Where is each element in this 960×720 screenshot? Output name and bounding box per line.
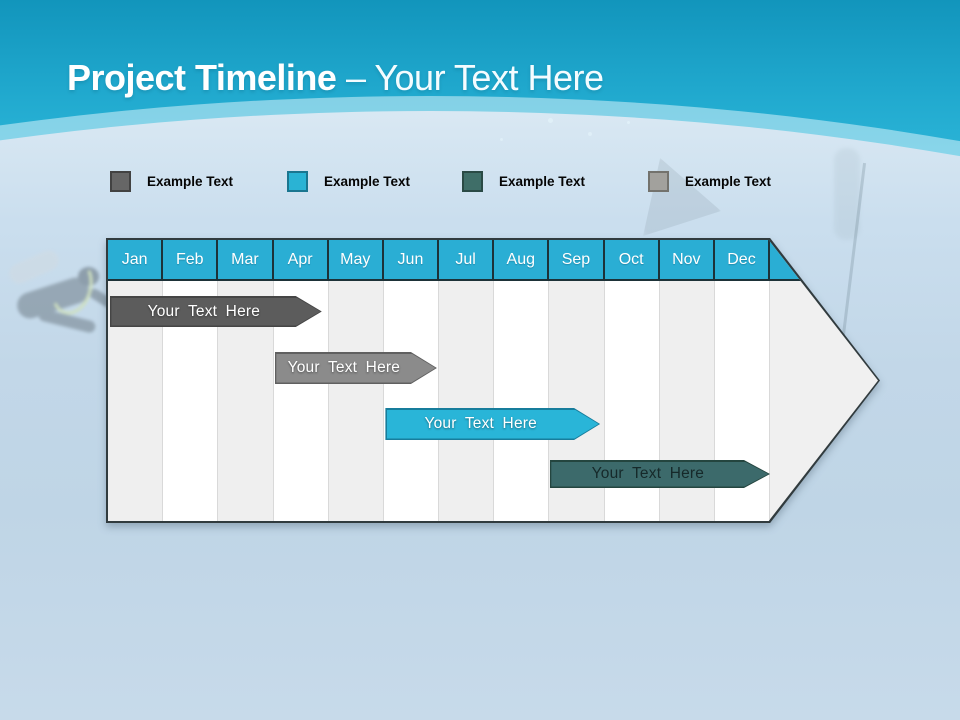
timeline-bar-label[interactable]: Your Text Here bbox=[147, 302, 261, 320]
month-header-feb: Feb bbox=[163, 240, 219, 279]
timeline-bar-label[interactable]: Your Text Here bbox=[287, 359, 401, 376]
column-stripe-jun bbox=[383, 281, 440, 521]
month-header-mar: Mar bbox=[218, 240, 274, 279]
month-header-jul: Jul bbox=[439, 240, 495, 279]
column-stripe-aug bbox=[494, 281, 550, 521]
bubble-icon bbox=[548, 118, 553, 123]
legend-label: Example Text bbox=[685, 174, 772, 189]
legend-swatch-1 bbox=[110, 171, 131, 192]
bubble-icon bbox=[500, 138, 503, 141]
month-header-sep: Sep bbox=[549, 240, 605, 279]
bubble-icon bbox=[588, 132, 592, 136]
timeline-bar-fill: Your Text Here bbox=[276, 354, 435, 383]
month-header-jan: Jan bbox=[108, 240, 164, 279]
slide-title-primary: Project Timeline bbox=[67, 57, 337, 98]
legend-label: Example Text bbox=[499, 174, 586, 189]
legend-item-2[interactable]: Example Text bbox=[287, 171, 410, 192]
legend: Example Text Example Text Example Text Exam… bbox=[110, 171, 800, 192]
legend-item-4[interactable]: Example Text bbox=[648, 171, 771, 192]
month-header-apr: Apr bbox=[274, 240, 329, 279]
timeline-bar-label[interactable]: Your Text Here bbox=[591, 465, 705, 482]
month-header-nov: Nov bbox=[660, 240, 715, 279]
column-stripe-may bbox=[328, 281, 384, 521]
month-header-oct: Oct bbox=[605, 240, 660, 279]
legend-swatch-3 bbox=[462, 171, 483, 192]
column-stripe-jul bbox=[439, 281, 495, 521]
legend-label: Example Text bbox=[147, 174, 234, 189]
timeline-bar-4[interactable]: Your Text Here bbox=[550, 460, 770, 488]
legend-swatch-2 bbox=[287, 171, 308, 192]
timeline-bar-fill: Your Text Here bbox=[551, 462, 768, 487]
legend-item-1[interactable]: Example Text bbox=[110, 171, 233, 192]
month-header-aug: Aug bbox=[494, 240, 550, 279]
slide-title-secondary: – Your Text Here bbox=[345, 57, 604, 98]
legend-item-3[interactable]: Example Text bbox=[462, 171, 585, 192]
month-header-jun: Jun bbox=[384, 240, 440, 279]
month-header-dec: Dec bbox=[715, 240, 771, 279]
timeline-bar-3[interactable]: Your Text Here bbox=[385, 408, 600, 440]
bubble-icon bbox=[627, 121, 630, 124]
timeline-bar-2[interactable]: Your Text Here bbox=[275, 352, 437, 384]
timeline-bar-fill: Your Text Here bbox=[111, 298, 320, 326]
legend-swatch-4 bbox=[648, 171, 669, 192]
timeline-bar-label[interactable]: Your Text Here bbox=[424, 415, 537, 432]
month-header-may: May bbox=[329, 240, 384, 279]
timeline-bar-1[interactable]: Your Text Here bbox=[110, 296, 322, 327]
timeline-bar-fill: Your Text Here bbox=[387, 410, 599, 439]
legend-label: Example Text bbox=[324, 174, 411, 189]
slide-title[interactable]: Project Timeline – Your Text Here bbox=[67, 57, 604, 99]
